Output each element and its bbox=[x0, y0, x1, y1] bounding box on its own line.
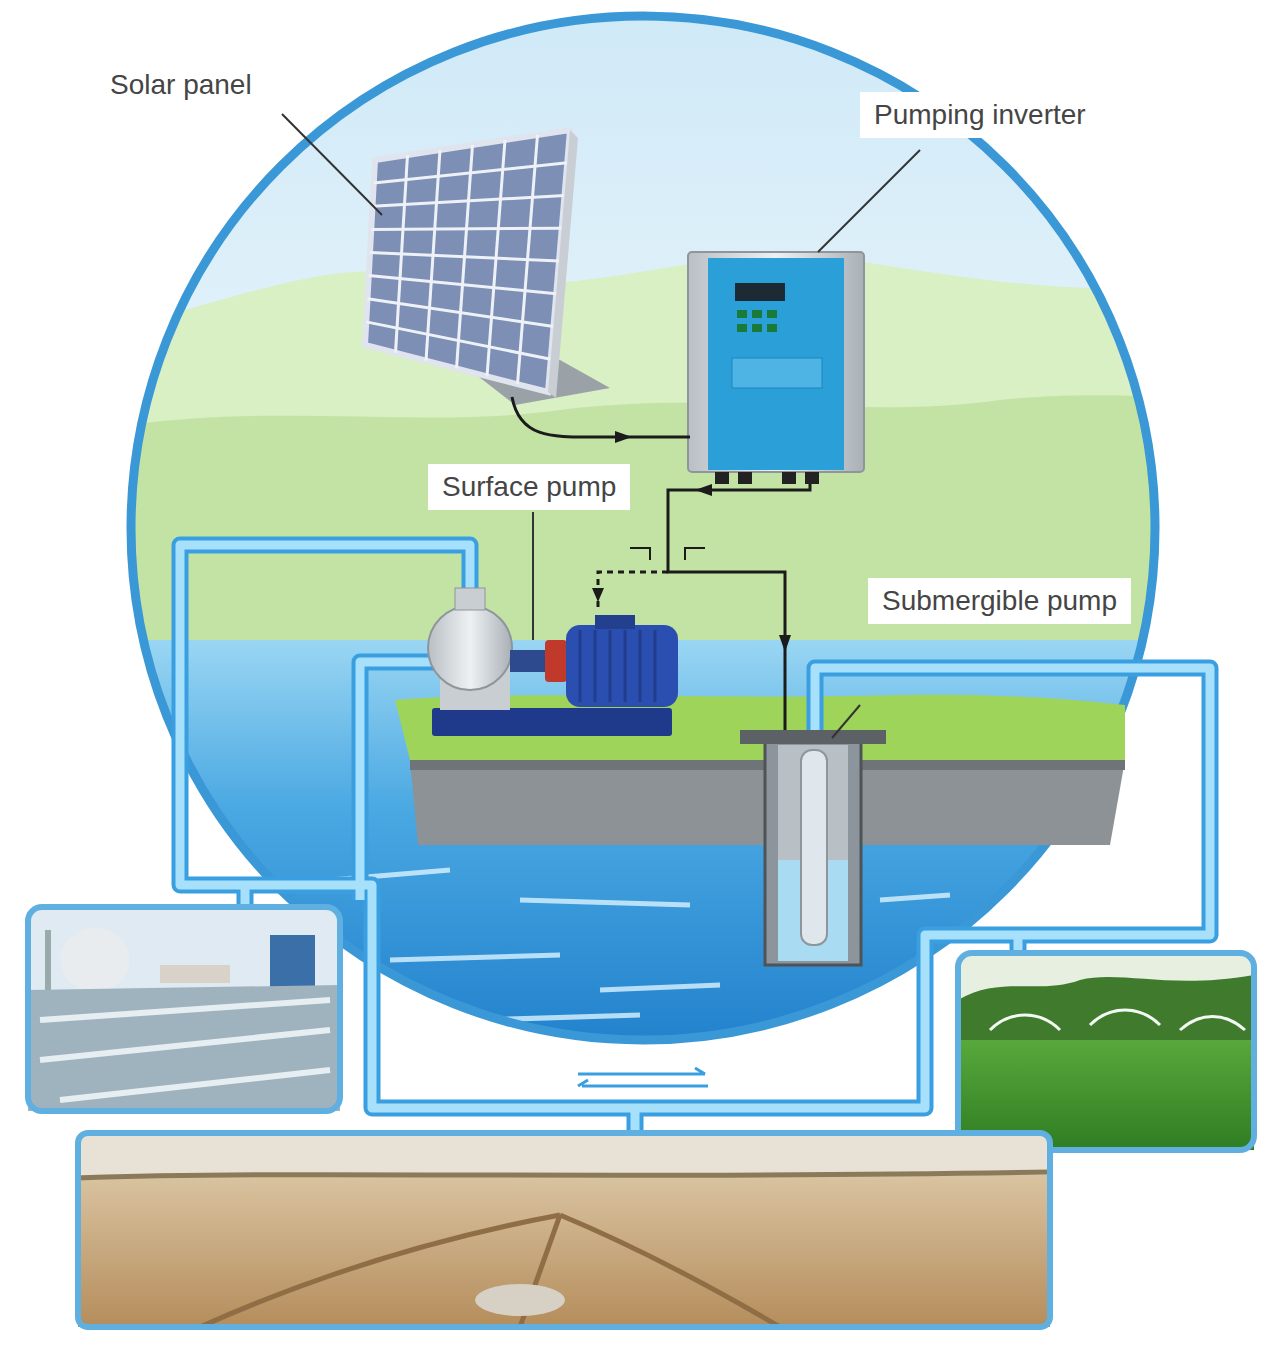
inset-irrigated-field-part bbox=[958, 975, 1254, 1045]
inset-dry-land-part bbox=[78, 1133, 1050, 1327]
inset-water-treatment-part bbox=[28, 985, 340, 1111]
solar-panel-illustration-part bbox=[548, 130, 578, 398]
inset-water-treatment-part bbox=[270, 935, 315, 990]
pumping-inverter-illustration-part bbox=[737, 324, 747, 332]
inset-dry-land bbox=[78, 1133, 1050, 1327]
inset-irrigated-field-part bbox=[958, 953, 1254, 1150]
part-label-box: Pumping inverter bbox=[860, 92, 1100, 138]
surface-pump-illustration-part bbox=[432, 708, 672, 736]
solar-panel-illustration-part-part bbox=[370, 253, 559, 262]
scene-circle-part bbox=[100, 0, 1200, 1060]
solar-panel-illustration-part-part bbox=[369, 276, 557, 294]
inset-water-treatment-part bbox=[60, 928, 130, 992]
pumping-inverter-illustration-part bbox=[752, 324, 762, 332]
pumping-inverter-illustration-part bbox=[767, 310, 777, 318]
surface-pump-illustration-part bbox=[510, 650, 548, 672]
solar-panel-illustration-part-part bbox=[366, 322, 551, 359]
surface-pump-illustration-part bbox=[545, 640, 567, 682]
solar-panel-illustration-part-part bbox=[373, 196, 565, 207]
pumping-inverter-illustration-part bbox=[738, 472, 752, 484]
well-illustration-part bbox=[778, 745, 848, 961]
solar-panel-illustration bbox=[365, 130, 610, 405]
solar-panel-illustration-part bbox=[366, 135, 567, 384]
inset-dry-land-part bbox=[78, 1175, 1050, 1327]
solar-panel-illustration-part bbox=[365, 130, 570, 392]
leader-lines-part bbox=[532, 512, 534, 640]
inset-dry-land-part bbox=[475, 1284, 565, 1316]
power-wires bbox=[512, 397, 810, 735]
inset-water-treatment-part bbox=[160, 965, 230, 983]
inset-water-treatment-part bbox=[28, 907, 340, 1111]
inset-water-treatment-part bbox=[40, 1000, 330, 1100]
well-illustration bbox=[740, 730, 886, 965]
surface-pump-illustration bbox=[428, 588, 678, 736]
pumping-inverter-illustration-part bbox=[805, 472, 819, 484]
well-illustration-part bbox=[740, 730, 886, 744]
well-illustration-part bbox=[801, 750, 827, 945]
leader-lines-part bbox=[282, 114, 382, 215]
flow-arrows-part bbox=[630, 548, 705, 560]
surface-pump-illustration-part bbox=[580, 630, 655, 702]
direction-arrows bbox=[578, 1068, 708, 1086]
pumping-inverter-illustration-part bbox=[737, 310, 747, 318]
scene-circle bbox=[100, 0, 1200, 1060]
inset-water-treatment bbox=[28, 907, 340, 1111]
solar-panel-illustration-part-part bbox=[368, 299, 554, 327]
leader-lines bbox=[282, 114, 920, 738]
pumping-inverter-illustration-part bbox=[688, 252, 864, 472]
well-illustration-part bbox=[765, 740, 861, 965]
ground-island bbox=[395, 695, 1125, 845]
part-label: Solar panel bbox=[110, 68, 252, 102]
pumping-inverter-illustration-part bbox=[715, 472, 729, 484]
inset-water-treatment-part bbox=[45, 930, 51, 990]
power-wires-part bbox=[598, 572, 668, 612]
flow-arrows-part bbox=[695, 484, 712, 496]
pumping-inverter-illustration-part bbox=[735, 283, 785, 301]
solar-panel-illustration-part-part bbox=[374, 163, 568, 183]
flow-arrows-part bbox=[615, 431, 632, 443]
surface-pump-illustration-part bbox=[595, 615, 635, 629]
inset-dry-land-part bbox=[78, 1172, 1050, 1178]
leader-lines-part bbox=[818, 150, 920, 252]
surface-pump-illustration-part bbox=[566, 625, 678, 707]
part-label-box: Submergible pump bbox=[868, 578, 1131, 624]
inset-irrigated-field bbox=[958, 953, 1254, 1150]
surface-pump-illustration-part bbox=[455, 588, 485, 610]
surface-pump-illustration-part bbox=[428, 606, 512, 690]
pumping-inverter-illustration-part bbox=[732, 358, 822, 388]
pumping-inverter-illustration-part bbox=[752, 310, 762, 318]
inset-irrigated-field-part bbox=[990, 1010, 1245, 1030]
pumping-inverter-illustration-part bbox=[767, 324, 777, 332]
solar-panel-illustration-part-part bbox=[371, 228, 562, 229]
inset-water-treatment-part bbox=[28, 907, 340, 1111]
inset-irrigated-field-part bbox=[958, 953, 1254, 1150]
pumping-inverter-illustration-part bbox=[782, 472, 796, 484]
power-wires-part bbox=[512, 397, 690, 437]
pumping-inverter-illustration-part bbox=[708, 258, 844, 470]
inset-dry-land-part bbox=[78, 1133, 1050, 1327]
direction-arrows-part bbox=[578, 1068, 708, 1086]
power-wires-part bbox=[668, 484, 810, 735]
flow-arrows-part bbox=[779, 635, 791, 652]
inset-dry-land-part bbox=[200, 1215, 780, 1327]
pumping-inverter-illustration bbox=[688, 252, 864, 484]
leader-lines-part bbox=[832, 705, 860, 738]
flow-arrows-part bbox=[592, 588, 604, 602]
part-label-box: Surface pump bbox=[428, 464, 630, 510]
